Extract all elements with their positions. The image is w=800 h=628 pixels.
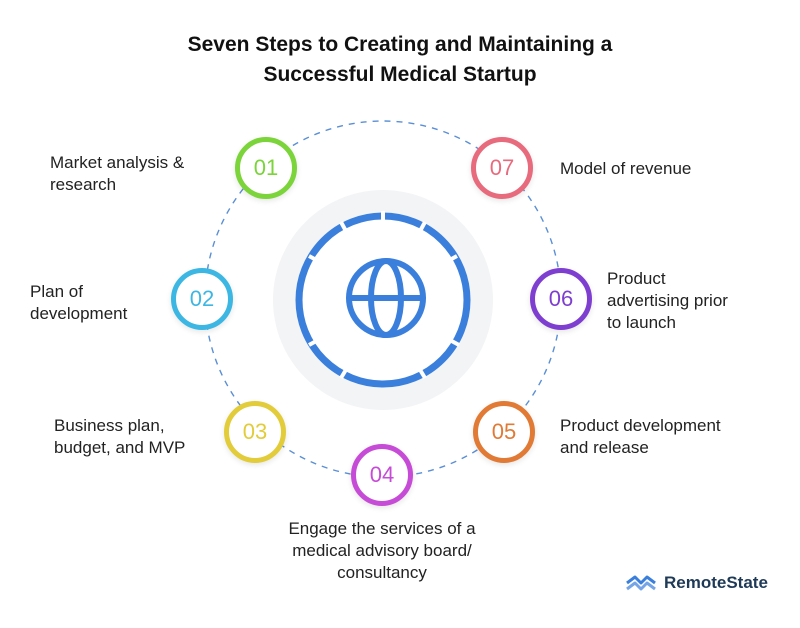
step-label-line: and release <box>560 438 649 457</box>
step-number: 04 <box>369 462 395 487</box>
step-label-04: Engage the services of a medical advisory… <box>252 518 512 584</box>
step-number: 06 <box>548 286 574 311</box>
step-label-03: Business plan, budget, and MVP <box>54 415 185 459</box>
step-label-line: Business plan, <box>54 416 165 435</box>
step-label-06: Product advertising prior to launch <box>607 268 728 334</box>
step-label-line: advertising prior <box>607 291 728 310</box>
step-label-07: Model of revenue <box>560 158 691 180</box>
step-label-line: Market analysis & <box>50 153 185 172</box>
step-label-line: consultancy <box>337 563 427 582</box>
step-label-line: Model of revenue <box>560 159 692 178</box>
step-label-line: medical advisory board/ <box>292 541 472 560</box>
step-number: 03 <box>242 419 268 444</box>
step-badge-04: 04 <box>351 444 413 506</box>
step-label-line: Product development <box>560 416 721 435</box>
step-badge-01: 01 <box>235 137 297 199</box>
step-number: 07 <box>489 155 515 180</box>
step-label-02: Plan of development <box>30 281 127 325</box>
step-badge-02: 02 <box>171 268 233 330</box>
step-label-05: Product development and release <box>560 415 721 459</box>
step-badge-05: 05 <box>473 401 535 463</box>
step-number: 05 <box>491 419 517 444</box>
step-label-line: Engage the services of a <box>288 519 476 538</box>
title-line-2: Successful Medical Startup <box>263 63 537 86</box>
step-badge-03: 03 <box>224 401 286 463</box>
step-number: 02 <box>189 286 215 311</box>
step-label-line: Product <box>607 269 666 288</box>
step-badge-06: 06 <box>530 268 592 330</box>
title-line-1: Seven Steps to Creating and Maintaining … <box>187 33 613 56</box>
step-badge-07: 07 <box>471 137 533 199</box>
globe-icon <box>346 258 426 338</box>
step-label-line: development <box>30 304 128 323</box>
brand-logo: RemoteState <box>626 573 768 593</box>
step-label-line: research <box>50 175 117 194</box>
ring-gaps <box>308 211 460 380</box>
remotestate-logo-icon <box>626 575 656 591</box>
step-number: 01 <box>253 155 279 180</box>
brand-name: RemoteState <box>664 573 768 592</box>
page-title: Seven Steps to Creating and Maintaining … <box>0 30 800 90</box>
step-label-line: to launch <box>607 313 676 332</box>
step-label-line: budget, and MVP <box>54 438 186 457</box>
step-label-01: Market analysis & research <box>50 152 184 196</box>
step-label-line: Plan of <box>30 282 83 301</box>
